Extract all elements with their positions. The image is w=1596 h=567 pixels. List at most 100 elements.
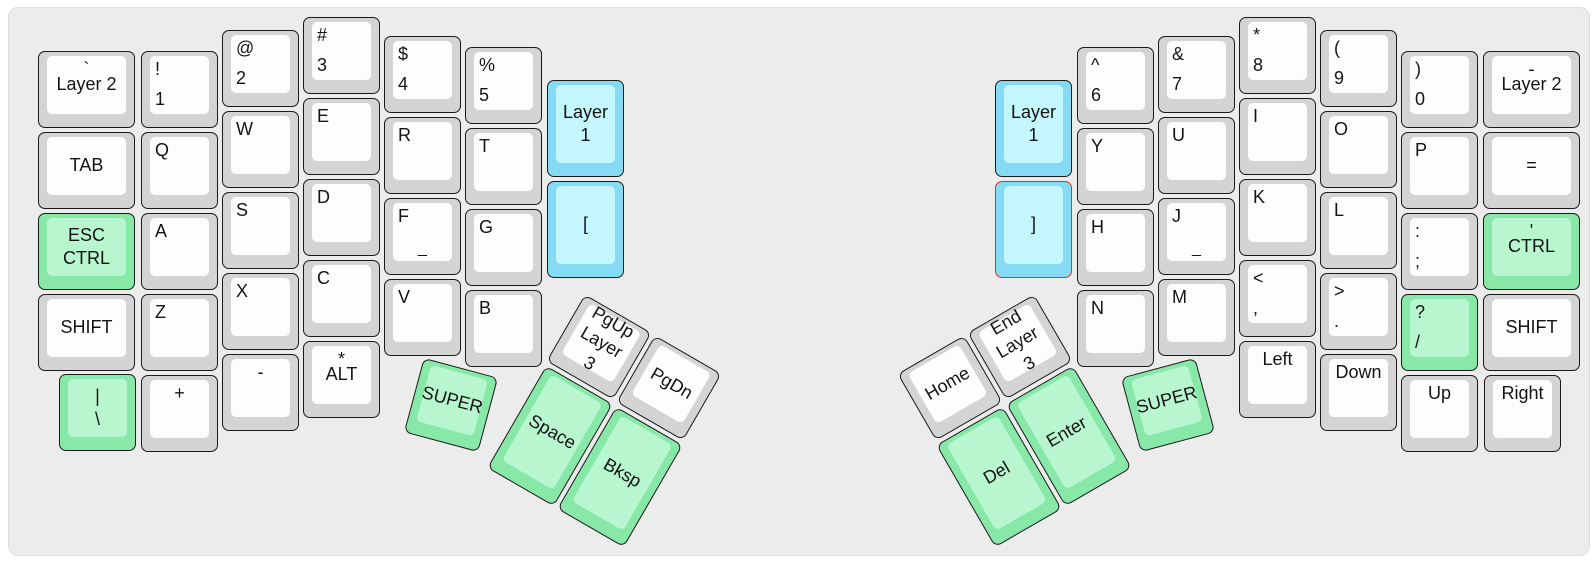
- keycap-face: [150, 56, 209, 114]
- key-e[interactable]: E: [303, 98, 380, 175]
- key-layer1-left[interactable]: Layer 1: [547, 80, 624, 177]
- key-arrow-right[interactable]: Right: [1484, 375, 1561, 452]
- key-plus[interactable]: +: [141, 375, 218, 452]
- key-z[interactable]: Z: [141, 294, 218, 371]
- key-rbracket[interactable]: ]: [995, 181, 1072, 278]
- key-x[interactable]: X: [222, 273, 299, 350]
- keycap-face: [1248, 346, 1307, 404]
- key-lt-comma[interactable]: <,: [1239, 260, 1316, 337]
- keycap-face: [231, 35, 290, 93]
- key-r[interactable]: R: [384, 117, 461, 194]
- keycap-face: [1410, 218, 1469, 276]
- key-lparen-9[interactable]: (9: [1320, 30, 1397, 107]
- key-o[interactable]: O: [1320, 111, 1397, 188]
- keycap-face: [561, 303, 642, 383]
- keycap-face: [977, 303, 1058, 383]
- key-pipe-backslash[interactable]: | \: [59, 374, 136, 451]
- key-k[interactable]: K: [1239, 179, 1316, 256]
- keycap-face: [1248, 22, 1307, 80]
- key-arrow-down[interactable]: Down: [1320, 354, 1397, 431]
- key-l[interactable]: L: [1320, 192, 1397, 269]
- keycap-face: [47, 299, 126, 357]
- keycap-face: [47, 218, 126, 276]
- keycap-face: [312, 265, 371, 323]
- key-question-slash[interactable]: ?/: [1401, 294, 1478, 371]
- key-c[interactable]: C: [303, 260, 380, 337]
- keycap-face: [231, 116, 290, 174]
- key-y[interactable]: Y: [1077, 128, 1154, 205]
- keycap-face: [1493, 380, 1552, 438]
- keycap-face: [231, 197, 290, 255]
- key-excl-1[interactable]: !1: [141, 51, 218, 128]
- keycap-face: [1248, 184, 1307, 242]
- key-layer1-right[interactable]: Layer 1: [995, 80, 1072, 177]
- keycap-face: [150, 218, 209, 276]
- key-esc-ctrl[interactable]: ESC CTRL: [38, 213, 135, 290]
- key-i[interactable]: I: [1239, 98, 1316, 175]
- key-colon-semicolon[interactable]: :;: [1401, 213, 1478, 290]
- key-percent-5[interactable]: %5: [465, 47, 542, 124]
- keycap-face: [556, 186, 615, 264]
- keycap-face: [474, 133, 533, 191]
- key-grave-layer2[interactable]: `Layer 2: [38, 51, 135, 128]
- key-rparen-0[interactable]: )0: [1401, 51, 1478, 128]
- key-arrow-left[interactable]: Left: [1239, 341, 1316, 418]
- keycap-face: [1410, 380, 1469, 438]
- key-amp-7[interactable]: &7: [1158, 36, 1235, 113]
- key-shift-left[interactable]: SHIFT: [38, 294, 135, 371]
- keycap-face: [312, 184, 371, 242]
- key-equals[interactable]: =: [1483, 132, 1580, 209]
- key-u[interactable]: U: [1158, 117, 1235, 194]
- key-f[interactable]: F_: [384, 198, 461, 275]
- keycap-face: [1492, 137, 1571, 195]
- key-v[interactable]: V: [384, 279, 461, 356]
- key-b[interactable]: B: [465, 290, 542, 367]
- keycap-face: [47, 56, 126, 114]
- keycap-face: [1086, 52, 1145, 110]
- key-dollar-4[interactable]: $4: [384, 36, 461, 113]
- key-at-2[interactable]: @2: [222, 30, 299, 107]
- key-gt-period[interactable]: >.: [1320, 273, 1397, 350]
- key-t[interactable]: T: [465, 128, 542, 205]
- keycap-face: [312, 22, 371, 80]
- key-tab[interactable]: TAB: [38, 132, 135, 209]
- keycap-face: [631, 344, 712, 424]
- key-shift-right[interactable]: SHIFT: [1483, 294, 1580, 371]
- keycap-face: [1329, 35, 1388, 93]
- keycap-face: [1329, 197, 1388, 255]
- keycap-face: [474, 214, 533, 272]
- key-m[interactable]: M: [1158, 279, 1235, 356]
- key-n[interactable]: N: [1077, 290, 1154, 367]
- keycap-face: [1492, 218, 1571, 276]
- keycap-face: [1492, 299, 1571, 357]
- key-a[interactable]: A: [141, 213, 218, 290]
- keycap-face: [1410, 299, 1469, 357]
- key-j[interactable]: J_: [1158, 198, 1235, 275]
- key-q[interactable]: Q: [141, 132, 218, 209]
- key-minus-layer2[interactable]: -Layer 2: [1483, 51, 1580, 128]
- keycap-face: [47, 137, 126, 195]
- key-w[interactable]: W: [222, 111, 299, 188]
- keycap-face: [1167, 41, 1226, 99]
- key-d[interactable]: D: [303, 179, 380, 256]
- key-star-8[interactable]: *8: [1239, 17, 1316, 94]
- key-super-left[interactable]: SUPER: [403, 357, 499, 453]
- keycap-face: [474, 295, 533, 353]
- keycap-face: [1004, 85, 1063, 163]
- keycap-face: [1086, 214, 1145, 272]
- key-h[interactable]: H: [1077, 209, 1154, 286]
- keycap-face: [1167, 284, 1226, 342]
- keycap-face: [1492, 56, 1571, 114]
- key-star-alt[interactable]: *ALT: [303, 341, 380, 418]
- key-s[interactable]: S: [222, 192, 299, 269]
- key-hash-3[interactable]: #3: [303, 17, 380, 94]
- key-lbracket[interactable]: [: [547, 181, 624, 278]
- key-g[interactable]: G: [465, 209, 542, 286]
- key-quote-ctrl[interactable]: 'CTRL: [1483, 213, 1580, 290]
- key-arrow-up[interactable]: Up: [1401, 375, 1478, 452]
- key-minus-left[interactable]: -: [222, 354, 299, 431]
- key-caret-6[interactable]: ^6: [1077, 47, 1154, 124]
- key-super-right[interactable]: SUPER: [1120, 357, 1216, 453]
- key-p[interactable]: P: [1401, 132, 1478, 209]
